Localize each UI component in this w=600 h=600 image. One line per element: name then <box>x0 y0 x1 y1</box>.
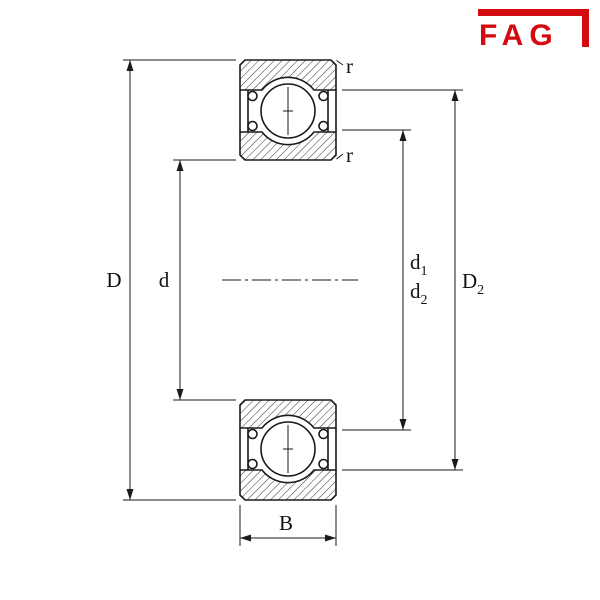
outer-ring-bottom <box>239 469 337 501</box>
arrow-down-icon <box>176 389 184 400</box>
dim-label-B: B <box>279 511 293 535</box>
dim-label-r-top: r <box>346 54 353 78</box>
chamfer-radius-labels: r r <box>336 54 353 167</box>
shield-curl-icon <box>318 120 329 132</box>
dim-label-D2: D2 <box>462 269 484 298</box>
arrow-up-icon <box>399 130 407 141</box>
inner-ring-bottom <box>239 399 337 429</box>
dim-label-D: D <box>106 268 121 292</box>
bearing-section-bottom <box>239 399 337 501</box>
dim-label-d: d <box>159 268 170 292</box>
arrow-up-icon <box>176 160 184 171</box>
dimension-D2: D2 <box>342 89 484 471</box>
dim-label-d1: d1 <box>410 250 428 279</box>
dimension-D: D <box>106 59 236 501</box>
leader-line <box>336 60 344 66</box>
dimension-d1-d2: d1 d2 <box>342 129 428 431</box>
inner-ring-top <box>239 131 337 161</box>
arrow-down-icon <box>451 459 459 470</box>
dimension-d: d <box>159 159 236 401</box>
dim-label-d2: d2 <box>410 279 428 308</box>
arrow-down-icon <box>399 419 407 430</box>
shield-curl-icon <box>247 120 258 132</box>
shield-curl-icon <box>318 428 329 440</box>
arrow-left-icon <box>240 534 251 542</box>
arrow-up-icon <box>451 90 459 101</box>
arrow-up-icon <box>126 60 134 71</box>
logo-top-bar <box>478 9 589 16</box>
logo-right-bar <box>582 9 589 47</box>
dimension-B: B <box>239 505 337 546</box>
shield-curl-icon <box>247 90 258 102</box>
fag-logo: FAG <box>478 9 589 52</box>
leader-line <box>336 153 344 160</box>
shield-curl-icon <box>247 428 258 440</box>
arrow-right-icon <box>325 534 336 542</box>
shield-curl-icon <box>318 90 329 102</box>
shield-curl-icon <box>247 458 258 470</box>
outer-ring-top <box>239 59 337 91</box>
bearing-section-top <box>239 59 337 161</box>
dim-label-r-bottom: r <box>346 143 353 167</box>
shield-curl-icon <box>318 458 329 470</box>
logo-text: FAG <box>479 19 559 52</box>
arrow-down-icon <box>126 489 134 500</box>
